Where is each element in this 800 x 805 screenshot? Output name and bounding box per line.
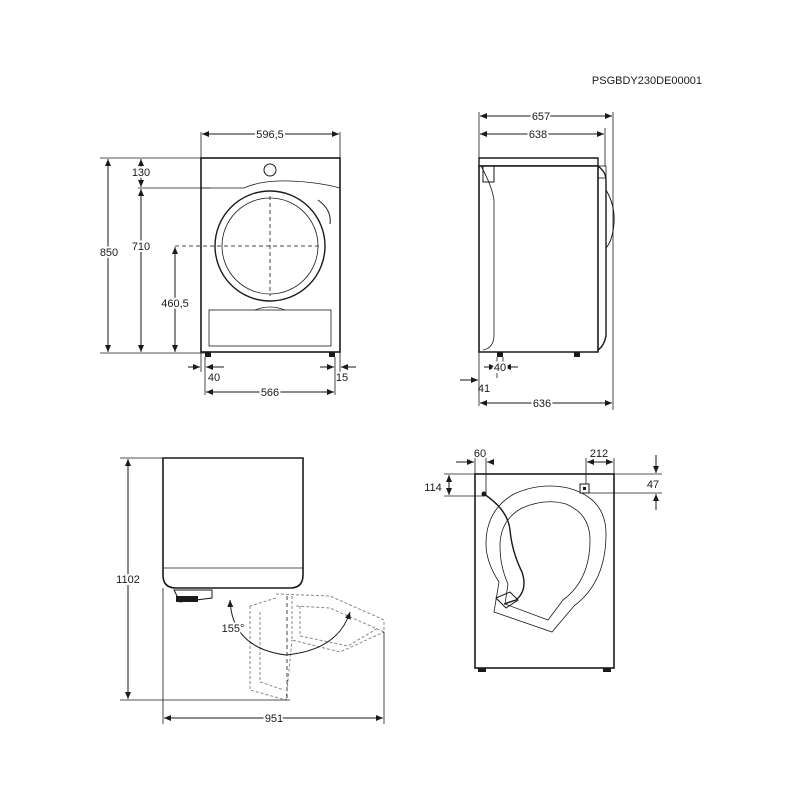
rear-drum-inner xyxy=(499,501,591,621)
side-body-depth-label: 638 xyxy=(529,129,547,141)
open-door-left-inner xyxy=(259,612,285,691)
drain-hose xyxy=(483,493,525,605)
open-door-link xyxy=(249,597,277,607)
door-handle xyxy=(317,199,331,225)
side-knob xyxy=(597,165,607,179)
door-hinge-block xyxy=(176,596,198,602)
front-view: 596,5 850 130 710 460,5 40 15 566 xyxy=(98,127,356,401)
rear-right-offset-label: 212 xyxy=(590,448,608,460)
side-door-handle xyxy=(605,189,615,249)
rear-right-height-label: 47 xyxy=(647,479,659,491)
hose-connector xyxy=(481,491,487,497)
rear-view: 60 212 114 47 xyxy=(424,448,662,672)
side-back-connector xyxy=(482,165,495,183)
side-front-offset-label: 41 xyxy=(478,383,490,395)
top-offset-label: 130 xyxy=(132,167,150,179)
open-door-left xyxy=(249,606,293,701)
rear-foot-left xyxy=(478,668,486,672)
side-back-panel xyxy=(480,165,495,351)
feet-span-label: 566 xyxy=(261,387,279,399)
rear-drum-outline xyxy=(485,485,607,633)
front-panel-line xyxy=(201,180,341,189)
side-door-profile xyxy=(597,165,607,351)
hose-clip xyxy=(495,591,519,609)
front-width-label: 596,5 xyxy=(256,129,284,141)
side-total-depth-label: 657 xyxy=(532,111,550,123)
open-door-outline-2 xyxy=(291,596,385,653)
door-angle-arc xyxy=(227,599,351,656)
side-top xyxy=(478,157,599,167)
front-height-label: 850 xyxy=(100,247,118,259)
condenser-flap xyxy=(208,309,332,347)
front-foot-right xyxy=(329,352,335,357)
side-foot-label: 40 xyxy=(494,362,506,374)
side-foot-front xyxy=(574,352,580,357)
open-door-outline xyxy=(275,593,385,633)
program-knob-icon xyxy=(263,163,277,177)
door-height-label: 710 xyxy=(132,241,150,253)
rear-foot-right xyxy=(603,668,611,672)
left-foot-label: 40 xyxy=(208,372,220,384)
door-open-view: 155° 1102 951 xyxy=(114,457,385,727)
flap-handle xyxy=(254,306,286,311)
side-base-depth-label: 636 xyxy=(533,398,551,410)
rear-left-height-label: 114 xyxy=(424,482,442,494)
door-angle-label: 155° xyxy=(222,623,245,635)
side-cabinet xyxy=(478,165,599,353)
front-foot-left xyxy=(205,352,211,357)
door-outer xyxy=(214,190,326,302)
open-door-inner xyxy=(299,606,379,647)
right-foot-label: 15 xyxy=(336,372,348,384)
power-connector-icon xyxy=(579,483,590,494)
open-width-label: 951 xyxy=(265,713,283,725)
top-view-cabinet xyxy=(162,457,304,589)
side-foot-back xyxy=(497,352,503,357)
power-connector-pin xyxy=(583,487,586,490)
open-height-label: 1102 xyxy=(116,574,140,586)
side-view: 657 638 40 41 636 xyxy=(460,109,615,412)
document-code: PSGBDY230DE00001 xyxy=(592,75,702,87)
rear-left-offset-label: 60 xyxy=(474,448,486,460)
door-center-label: 460,5 xyxy=(161,298,189,310)
